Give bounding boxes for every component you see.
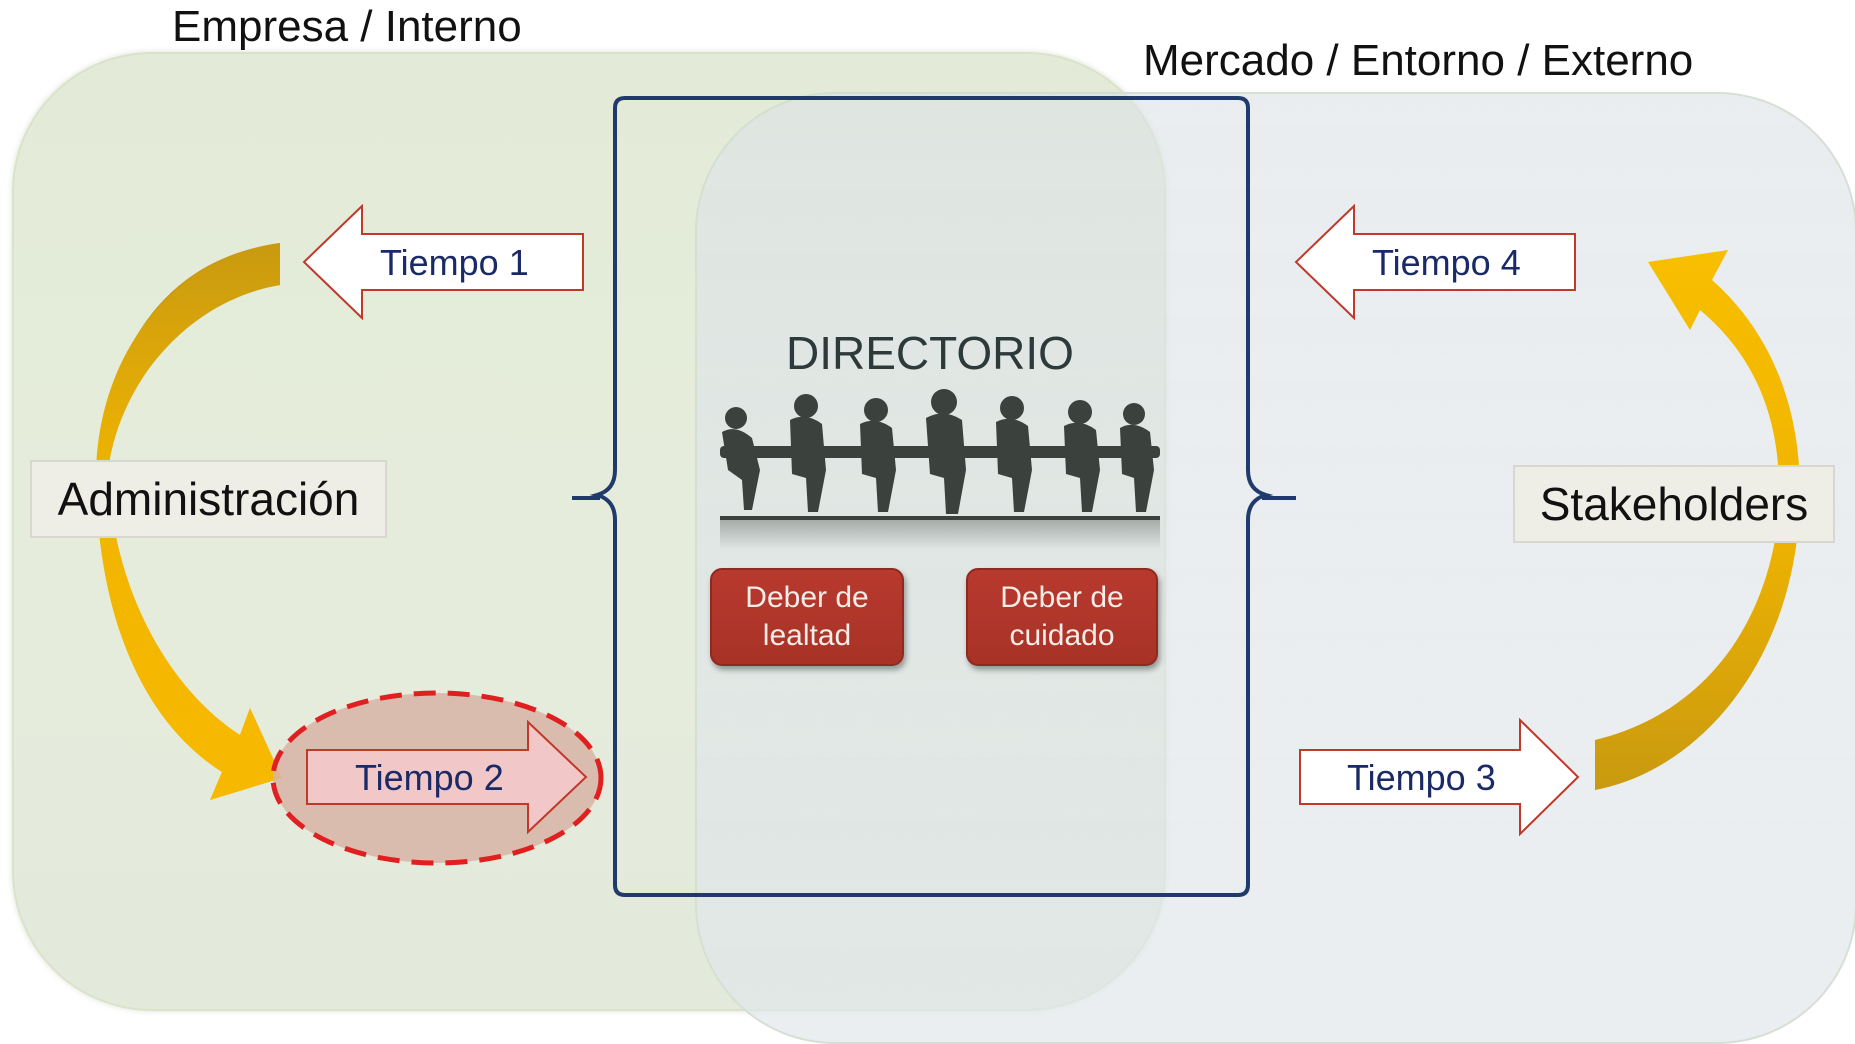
stakeholders-label: Stakeholders bbox=[1513, 465, 1835, 543]
tiempo-2-arrow-icon bbox=[306, 719, 588, 835]
administracion-label: Administración bbox=[30, 460, 387, 538]
tiempo-3-label: Tiempo 3 bbox=[1347, 757, 1496, 798]
tiempo-4-label: Tiempo 4 bbox=[1372, 242, 1521, 283]
tiempo-4-arrow-icon bbox=[1294, 203, 1576, 321]
right-cycle-arrow-icon bbox=[1595, 250, 1800, 790]
tiempo-1-arrow-icon bbox=[302, 203, 584, 321]
tiempo-3-arrow-icon bbox=[1299, 717, 1580, 837]
mercado-region-title: Mercado / Entorno / Externo bbox=[1143, 36, 1694, 85]
empresa-region-title: Empresa / Interno bbox=[172, 2, 522, 51]
deber-de-lealtad-label: Deber de lealtad bbox=[745, 581, 869, 652]
board-meeting-silhouette-icon bbox=[720, 389, 1160, 550]
deber-de-cuidado-box: Deber de cuidado bbox=[966, 568, 1158, 666]
deber-de-cuidado-label: Deber de cuidado bbox=[1000, 581, 1124, 652]
directorio-title: DIRECTORIO bbox=[786, 327, 1074, 379]
tiempo-2-label: Tiempo 2 bbox=[355, 757, 504, 798]
left-cycle-arrow-icon bbox=[96, 243, 282, 800]
tiempo-1-label: Tiempo 1 bbox=[380, 242, 529, 283]
directorio-brace-icon bbox=[572, 96, 1296, 897]
deber-de-lealtad-box: Deber de lealtad bbox=[710, 568, 904, 666]
